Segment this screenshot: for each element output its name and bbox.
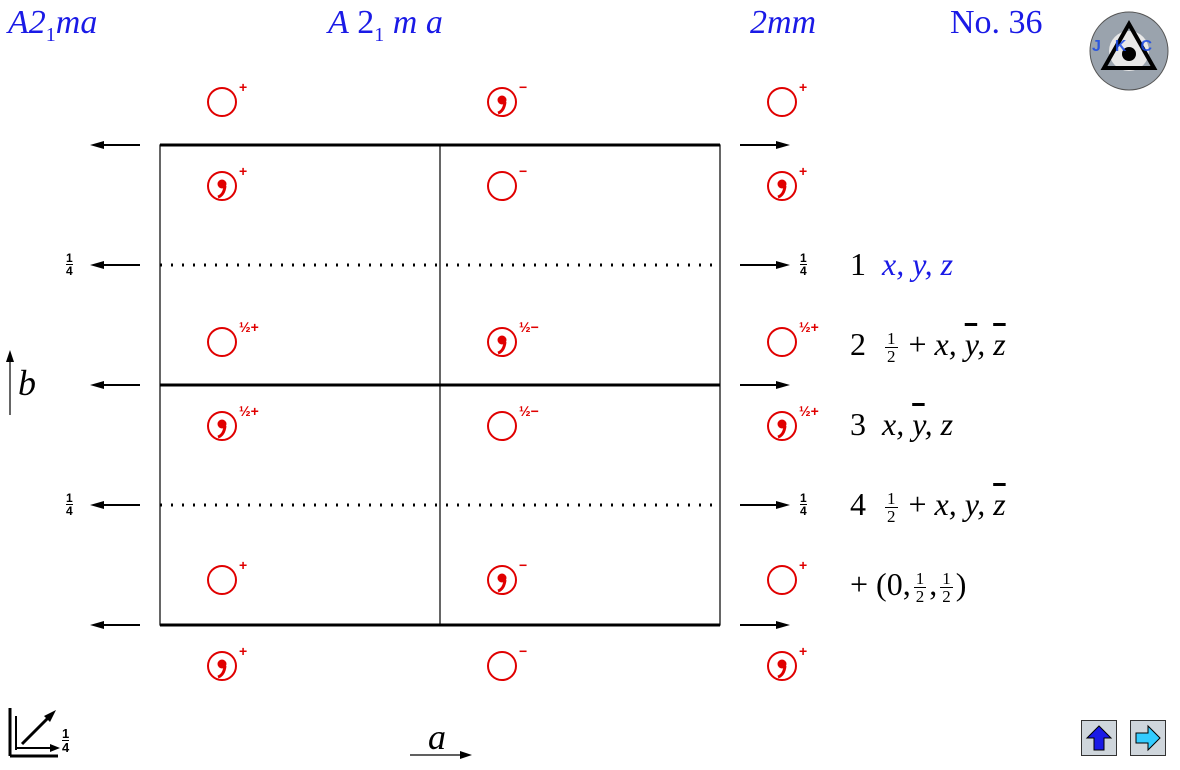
axis-arrow-left — [90, 501, 140, 509]
svg-text:+: + — [799, 163, 807, 179]
atom-position-comma: + — [207, 163, 247, 201]
atom-position-comma: ½+ — [767, 403, 819, 441]
atom-position: + — [207, 557, 247, 595]
atom-position: ½+ — [207, 319, 259, 357]
axis-arrow-left — [90, 381, 140, 389]
atom-position: + — [767, 79, 807, 117]
atom-position: + — [767, 557, 807, 595]
svg-text:½+: ½+ — [799, 319, 819, 335]
axis-arrow-left — [90, 261, 140, 269]
atom-position: + — [207, 79, 247, 117]
arrow-up-icon — [1085, 725, 1113, 751]
svg-text:−: − — [519, 643, 527, 659]
axis-arrow-right — [740, 261, 790, 269]
svg-text:−: − — [519, 557, 527, 573]
axis-arrow-right — [740, 381, 790, 389]
point-group: 2mm — [750, 4, 817, 41]
axis-arrow-left — [90, 621, 140, 629]
short-symbol: A21ma — [8, 4, 98, 46]
logo-text: JKC — [1091, 38, 1166, 55]
svg-text:½+: ½+ — [799, 403, 819, 419]
svg-text:½−: ½− — [519, 403, 539, 419]
axis-arrow-right — [740, 621, 790, 629]
svg-text:+: + — [799, 643, 807, 659]
svg-text:+: + — [239, 557, 247, 573]
atom-position-comma: + — [767, 163, 807, 201]
atom-position: ½+ — [767, 319, 819, 357]
svg-text:+: + — [799, 557, 807, 573]
full-symbol: A 21 m a — [328, 4, 443, 46]
atom-position: ½− — [487, 403, 539, 441]
atom-position-comma: − — [487, 557, 527, 595]
svg-text:−: − — [519, 79, 527, 95]
origin-axes-icon — [8, 708, 60, 758]
b-axis-arrowhead — [6, 350, 14, 362]
svg-text:+: + — [239, 79, 247, 95]
jkc-logo[interactable]: JKC — [1088, 10, 1170, 92]
origin-height-fraction: 1 4 — [62, 726, 70, 755]
operation-1: 1 x, y, z — [850, 246, 954, 282]
space-group-number: No. 36 — [950, 4, 1043, 41]
arrow-right-icon — [1135, 724, 1161, 752]
svg-text:+: + — [239, 163, 247, 179]
atom-position-comma: − — [487, 79, 527, 117]
atom-position: − — [487, 163, 527, 201]
nav-up-button[interactable] — [1081, 720, 1117, 756]
svg-text:½−: ½− — [519, 319, 539, 335]
a-axis-label: a — [428, 717, 446, 757]
svg-text:+: + — [799, 79, 807, 95]
a-axis-arrowhead — [460, 751, 472, 759]
atom-position-comma: ½− — [487, 319, 539, 357]
atom-position-comma: + — [207, 643, 247, 681]
b-axis-label: b — [18, 363, 36, 403]
axis-arrow-right — [740, 141, 790, 149]
nav-right-button[interactable] — [1130, 720, 1166, 756]
axis-arrow-left — [90, 141, 140, 149]
svg-text:+: + — [239, 643, 247, 659]
atom-position-comma: ½+ — [207, 403, 259, 441]
svg-text:½+: ½+ — [239, 319, 259, 335]
svg-text:−: − — [519, 163, 527, 179]
operation-3: 3 x, y, z — [850, 406, 954, 442]
atom-position: − — [487, 643, 527, 681]
svg-text:½+: ½+ — [239, 403, 259, 419]
axis-arrow-right — [740, 501, 790, 509]
atom-position-comma: + — [767, 643, 807, 681]
